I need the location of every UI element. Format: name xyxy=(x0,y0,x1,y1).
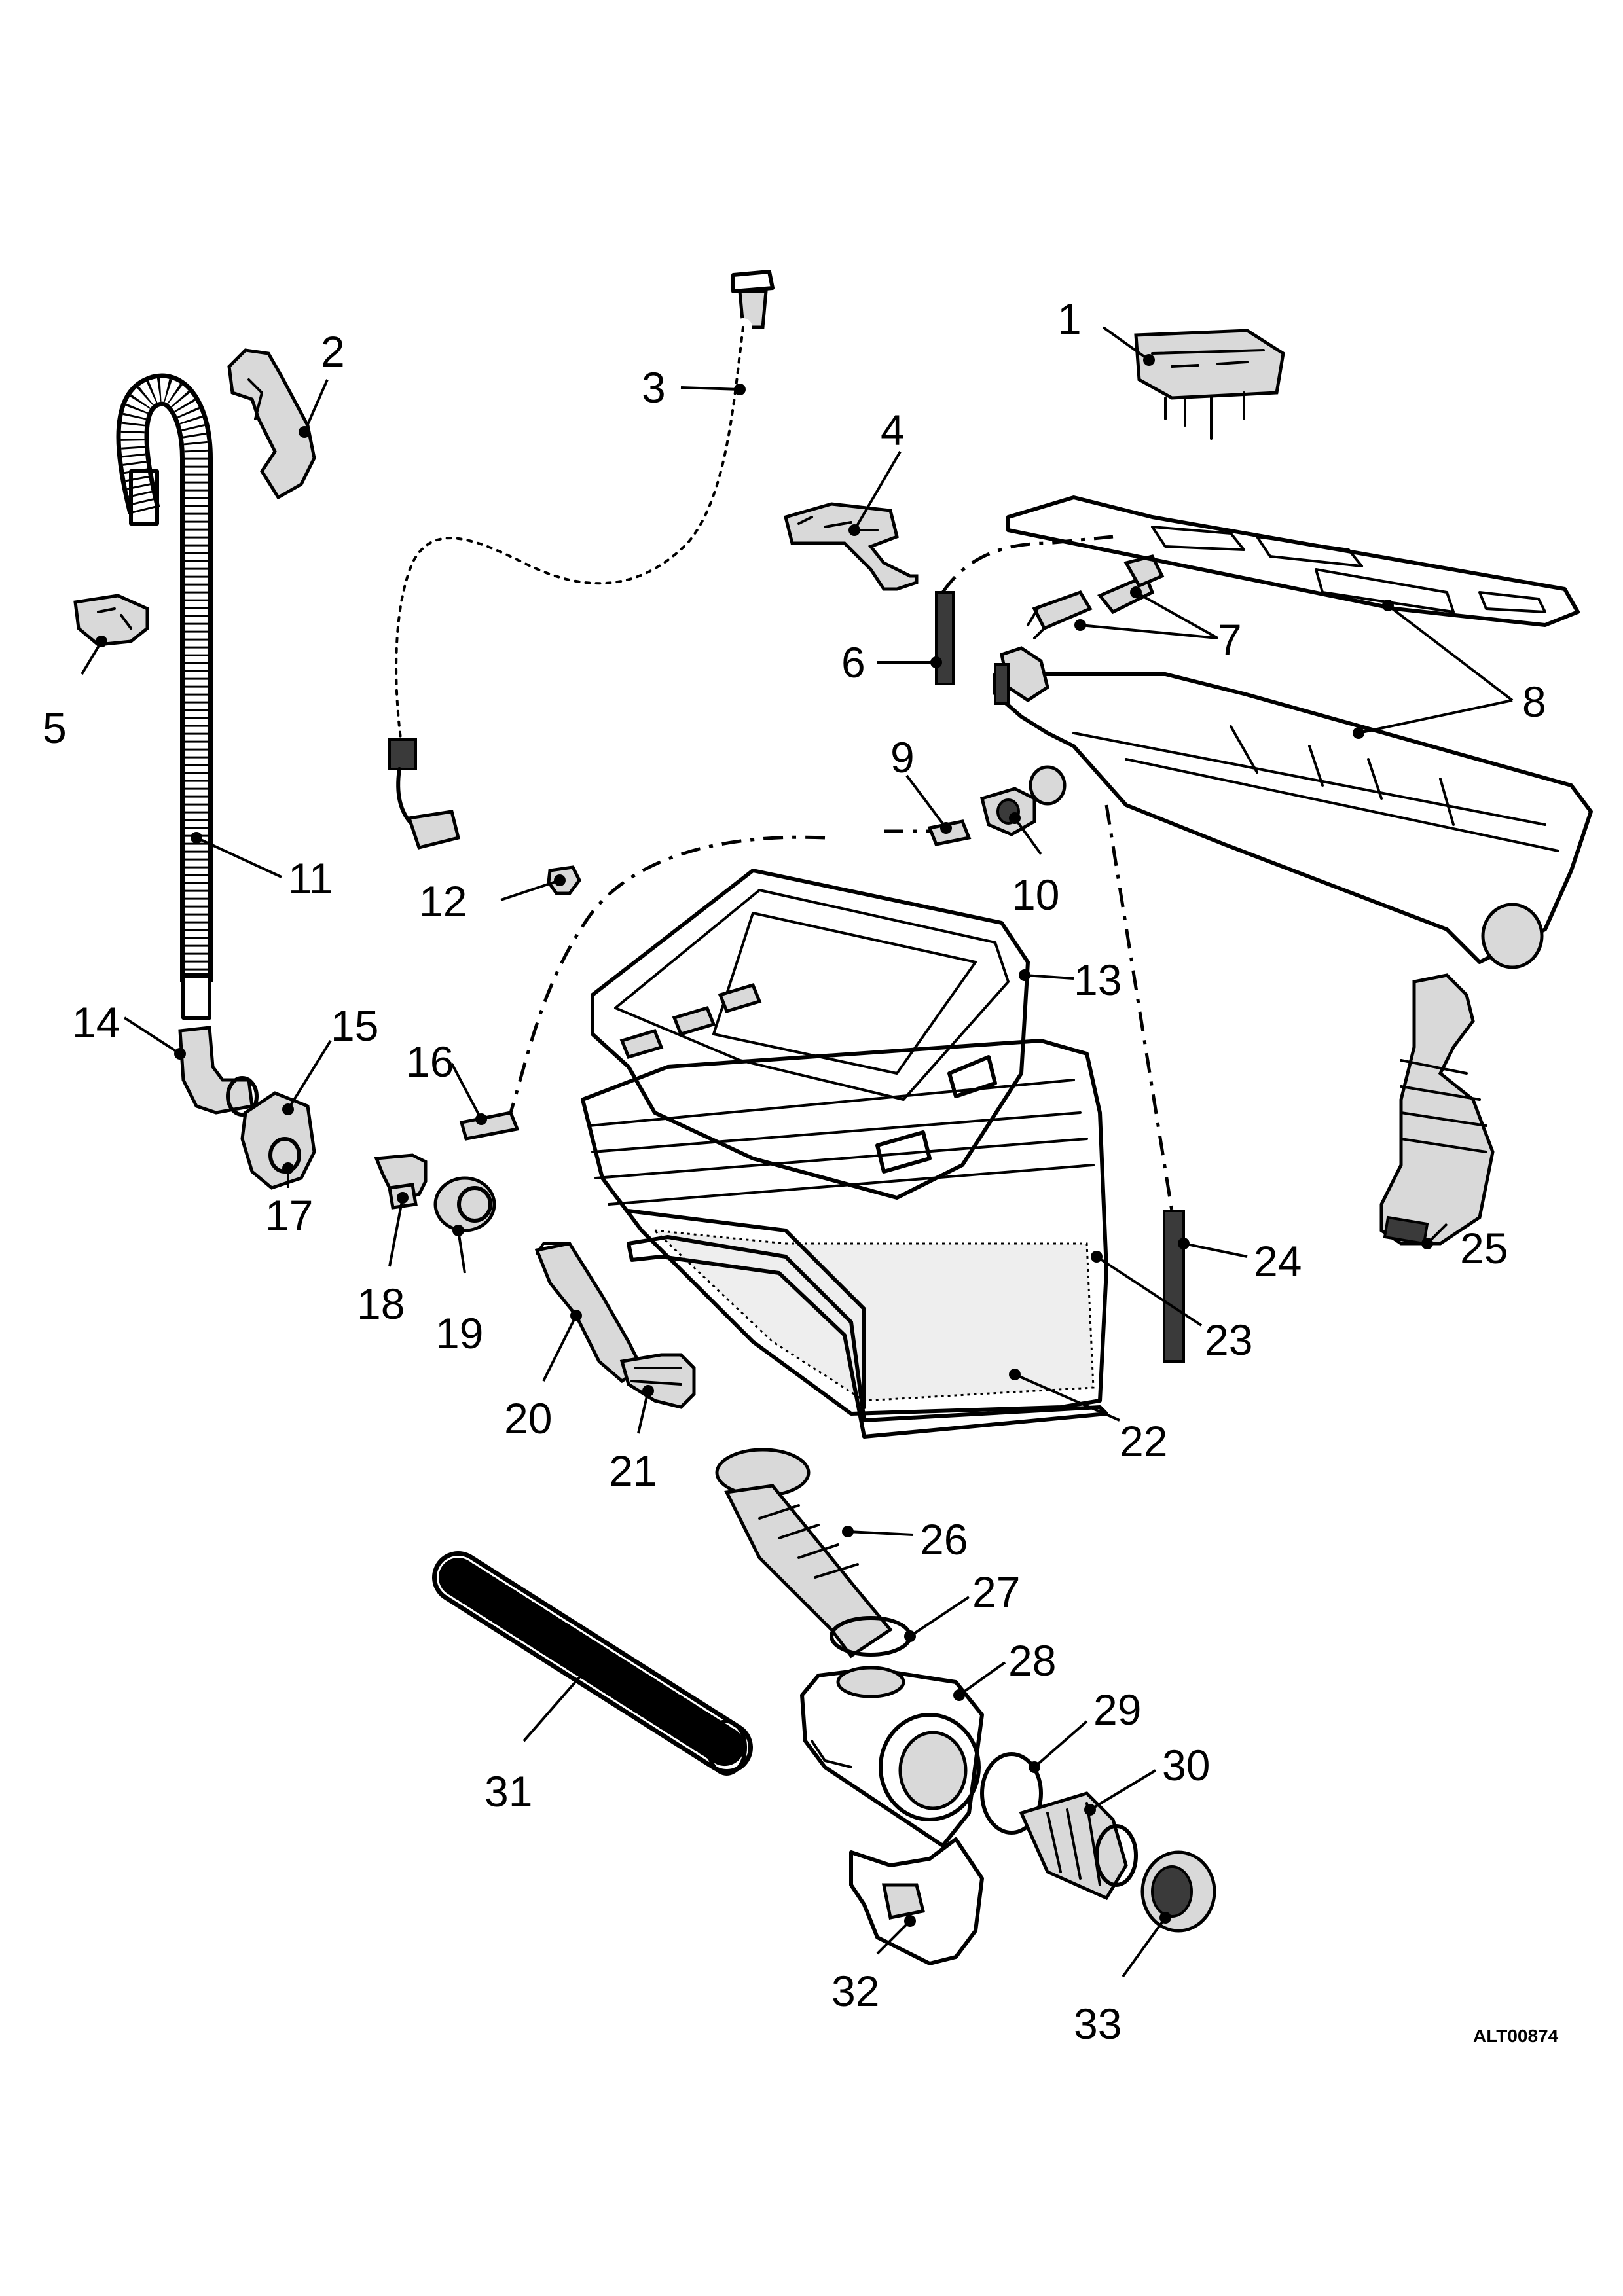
part-21-elbow-hose xyxy=(619,1353,696,1409)
part-33-cap xyxy=(1140,1850,1216,1933)
part-3-inlet-hose xyxy=(387,270,775,850)
part-16-pipe xyxy=(459,1111,520,1141)
callout-33: 33 xyxy=(1074,2000,1122,2048)
callout-4: 4 xyxy=(881,406,905,454)
part-4-bracket xyxy=(783,502,919,591)
part-31-tube xyxy=(432,1551,753,1776)
part-6-short-rod xyxy=(935,591,955,685)
callout-32: 32 xyxy=(831,1967,879,2015)
diagram-code: ALT00874 xyxy=(1473,2026,1559,2046)
callout-19: 19 xyxy=(435,1309,483,1357)
callout-8: 8 xyxy=(1522,677,1546,726)
callout-12: 12 xyxy=(419,877,467,925)
part-9-connector xyxy=(927,819,972,846)
callout-5: 5 xyxy=(43,704,67,752)
callout-18: 18 xyxy=(357,1280,405,1328)
callout-31: 31 xyxy=(484,1767,532,1816)
callout-3: 3 xyxy=(642,363,666,412)
part-2-u-clip xyxy=(227,348,316,500)
callout-13: 13 xyxy=(1074,956,1122,1004)
part-5-small-clip xyxy=(73,594,149,647)
part-8-dispenser-tray xyxy=(993,495,1593,969)
callout-22: 22 xyxy=(1120,1417,1167,1465)
callout-14: 14 xyxy=(72,998,120,1047)
callout-11: 11 xyxy=(288,854,333,903)
part-28-pump-housing xyxy=(800,1666,984,1848)
callout-20: 20 xyxy=(504,1394,552,1443)
part-23-tub xyxy=(581,1039,1108,1416)
callout-25: 25 xyxy=(1460,1224,1508,1272)
callout-6: 6 xyxy=(841,638,866,687)
callout-23: 23 xyxy=(1205,1316,1252,1364)
callout-17: 17 xyxy=(265,1191,313,1240)
callout-26: 26 xyxy=(920,1515,968,1564)
part-14-elbow xyxy=(178,1026,259,1117)
callout-21: 21 xyxy=(609,1446,657,1495)
callout-10: 10 xyxy=(1012,870,1059,919)
part-11-drain-hose xyxy=(116,373,213,1020)
part-24-rod xyxy=(1163,1210,1185,1363)
callout-16: 16 xyxy=(406,1037,454,1086)
part-26-bellows xyxy=(715,1448,893,1659)
part-15-flange xyxy=(240,1091,316,1190)
routing-lines xyxy=(509,535,1174,1211)
part-30-filter xyxy=(1019,1791,1138,1901)
callout-28: 28 xyxy=(1008,1636,1056,1685)
part-29-ring-seal xyxy=(980,1752,1043,1835)
callout-9: 9 xyxy=(890,733,915,781)
callout-27: 27 xyxy=(972,1568,1020,1616)
callout-numbers: 1 2 3 4 5 6 7 8 9 10 11 12 13 14 15 16 1… xyxy=(43,295,1546,2048)
callout-29: 29 xyxy=(1093,1685,1141,1734)
callout-2: 2 xyxy=(321,327,345,376)
callout-1: 1 xyxy=(1057,295,1082,343)
part-7-pins xyxy=(1027,554,1165,639)
part-1-dispenser-cap xyxy=(1134,329,1285,440)
callout-15: 15 xyxy=(331,1001,378,1050)
callout-7: 7 xyxy=(1218,615,1242,664)
part-25-outlet-hose xyxy=(1379,973,1495,1246)
part-32-bracket xyxy=(849,1837,984,1965)
part-10-elbow xyxy=(979,787,1036,836)
leader-lines xyxy=(81,326,1514,1978)
callout-30: 30 xyxy=(1162,1741,1210,1789)
part-19-ring xyxy=(433,1176,496,1232)
callout-24: 24 xyxy=(1254,1237,1302,1285)
